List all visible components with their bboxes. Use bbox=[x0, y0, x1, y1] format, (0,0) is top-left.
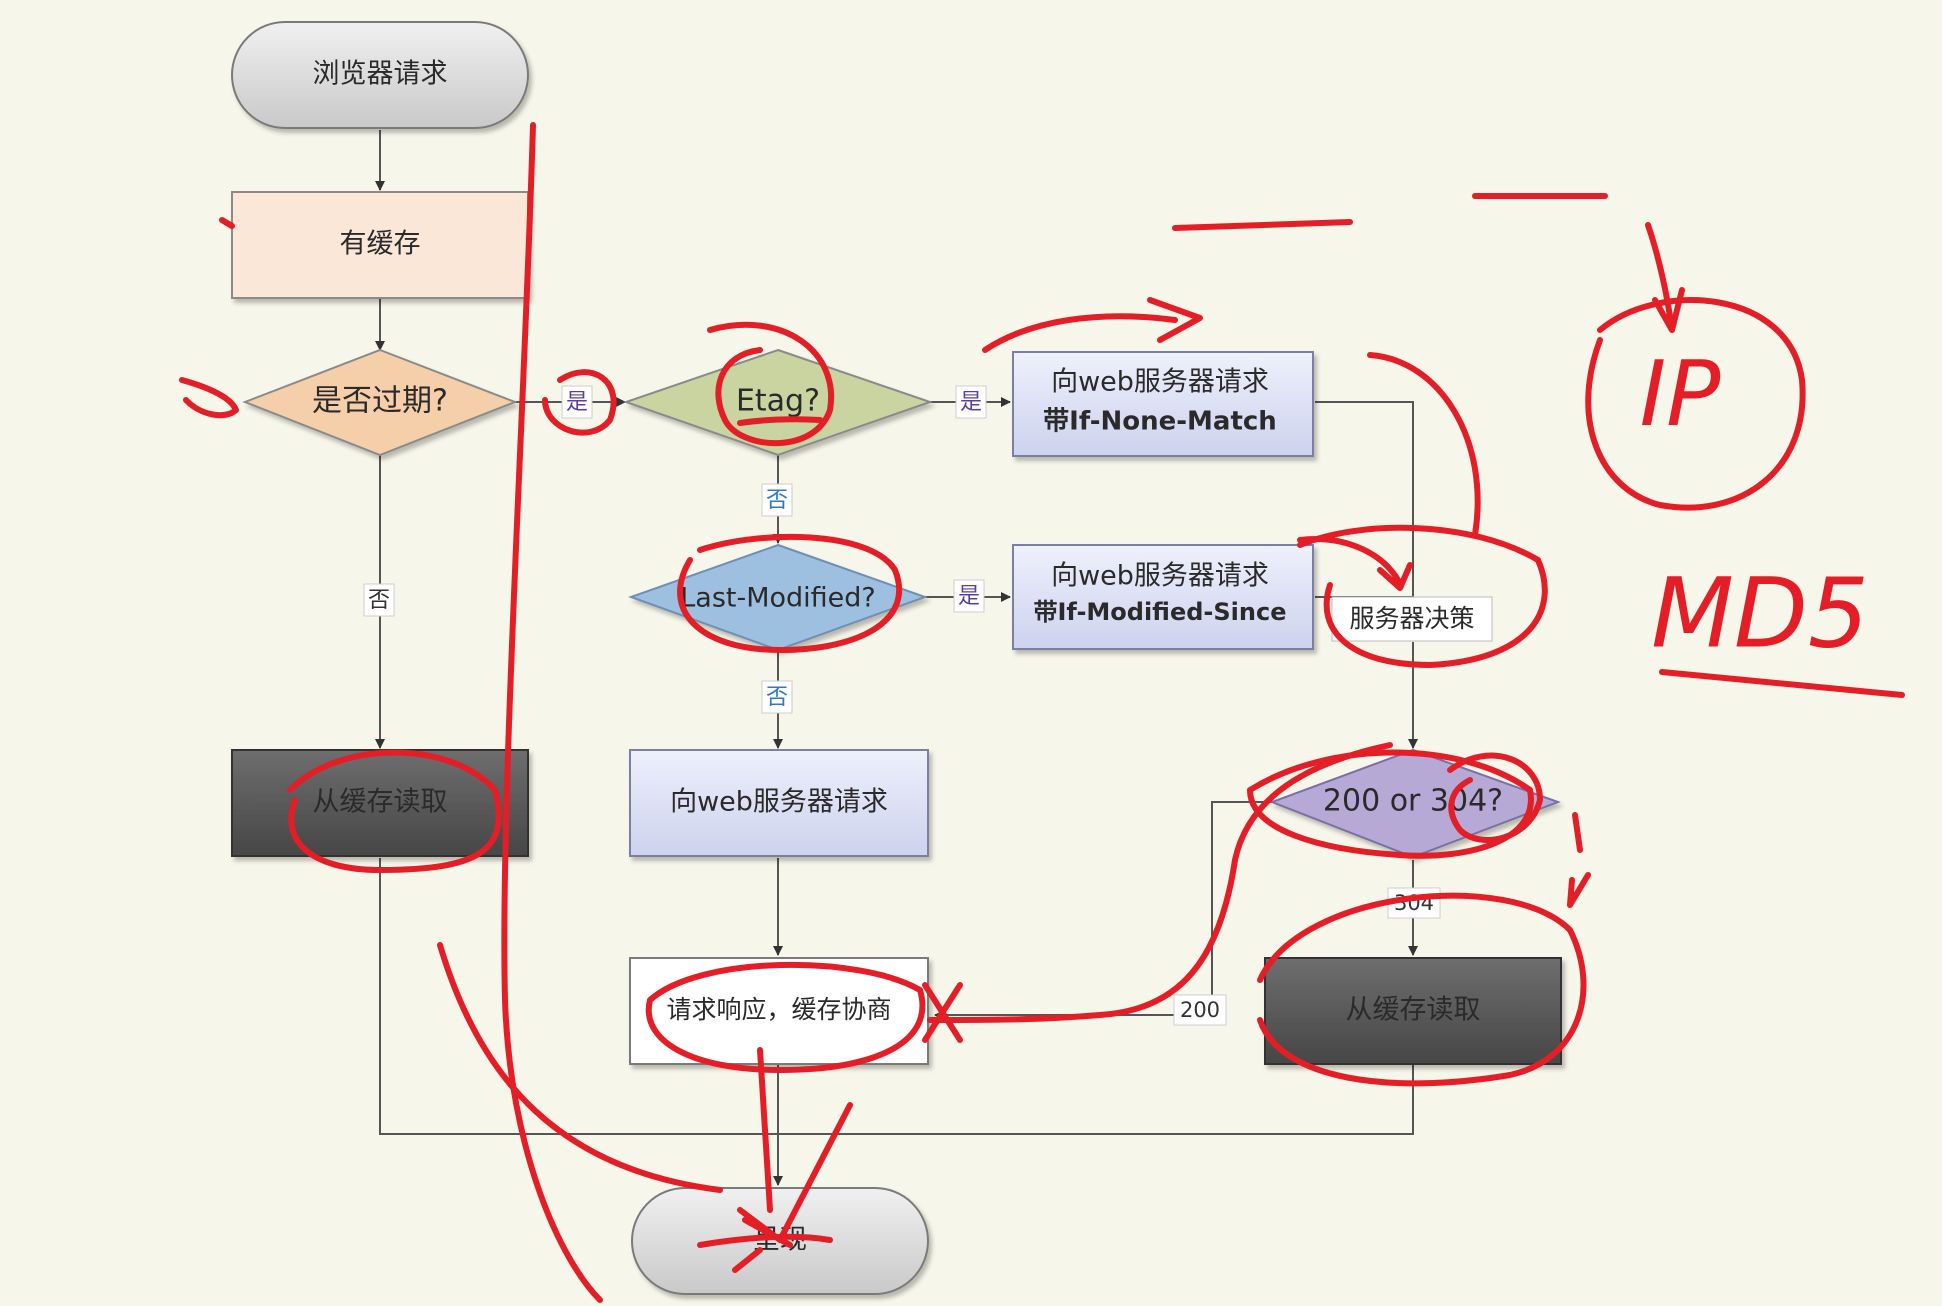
edge-left-read-to-render bbox=[379, 858, 778, 1135]
ink-render-marks bbox=[697, 1217, 833, 1273]
node-has-cache-label: 有缓存 bbox=[340, 229, 421, 260]
node-request-etag: 向web服务器请求 带If-None-Match bbox=[1012, 351, 1314, 457]
ink-dash-left bbox=[219, 217, 235, 229]
node-status-check: 200 or 304? bbox=[1269, 748, 1561, 859]
node-request-plain: 向web服务器请求 bbox=[629, 749, 929, 857]
ink-curve-decision bbox=[1367, 352, 1481, 538]
node-start: 浏览器请求 bbox=[231, 21, 529, 129]
node-server-decision-label: 服务器决策 bbox=[1349, 604, 1474, 633]
node-start-label: 浏览器请求 bbox=[313, 59, 448, 90]
node-read-cache-left: 从缓存读取 bbox=[231, 749, 529, 857]
ink-arrowhead-request bbox=[1147, 297, 1203, 343]
node-has-cache: 有缓存 bbox=[231, 191, 529, 299]
node-etag-label: Etag? bbox=[736, 384, 820, 419]
node-request-lastmod: 向web服务器请求 带If-Modified-Since bbox=[1012, 544, 1314, 650]
node-server-decision: 服务器决策 bbox=[1331, 596, 1493, 642]
node-request-lastmod-line1: 向web服务器请求 bbox=[1051, 561, 1269, 592]
label-lastmod-yes: 是 bbox=[958, 584, 980, 609]
node-expired: 是否过期? bbox=[242, 348, 518, 457]
node-expired-label: 是否过期? bbox=[312, 384, 448, 419]
node-request-etag-line2: 带If-None-Match bbox=[1043, 407, 1277, 437]
edge-labels: 是 是 否 是 否 否 304 200 bbox=[363, 385, 1441, 1026]
ink-text-md5: MD5 bbox=[1651, 557, 1869, 669]
ink-circle-304 bbox=[1447, 752, 1543, 843]
node-response: 请求响应，缓存协商 bbox=[629, 957, 929, 1065]
node-last-modified-label: Last-Modified? bbox=[680, 583, 876, 614]
ink-circle-decision bbox=[1297, 524, 1548, 668]
ink-mark-304 bbox=[1567, 812, 1591, 908]
ink-circle-left-read bbox=[287, 749, 502, 873]
ink-arc-request bbox=[982, 313, 1178, 353]
edge-right-read-to-render bbox=[778, 1065, 1414, 1135]
ink-vertical-line bbox=[501, 122, 603, 1303]
node-request-etag-line1: 向web服务器请求 bbox=[1051, 367, 1269, 398]
ink-underline-md5 bbox=[1659, 669, 1905, 698]
label-etag-yes: 是 bbox=[960, 390, 982, 415]
node-read-cache-left-label: 从缓存读取 bbox=[313, 787, 448, 818]
node-read-cache-right-label: 从缓存读取 bbox=[1346, 995, 1481, 1026]
node-read-cache-right: 从缓存读取 bbox=[1264, 957, 1562, 1065]
ink-circle-response bbox=[645, 961, 926, 1073]
label-expired-no: 否 bbox=[368, 588, 390, 613]
edge-etag-request-to-decision bbox=[1315, 401, 1414, 598]
ink-x-mark bbox=[922, 982, 963, 1043]
node-response-label: 请求响应，缓存协商 bbox=[666, 995, 891, 1024]
node-etag: Etag? bbox=[622, 348, 934, 457]
ink-circle-lastmod bbox=[677, 533, 903, 653]
red-annotations: IP MD5 bbox=[179, 122, 1905, 1303]
node-status-check-label: 200 or 304? bbox=[1323, 784, 1503, 819]
ink-circle-yes bbox=[542, 369, 617, 436]
ink-underline-etag bbox=[737, 416, 823, 426]
ink-circle-ip bbox=[1585, 297, 1806, 511]
ink-200-path bbox=[927, 742, 1393, 1023]
ink-circle-right-read bbox=[1257, 892, 1587, 1087]
node-request-plain-label: 向web服务器请求 bbox=[670, 787, 888, 818]
ink-arrow-to-decision bbox=[1297, 536, 1413, 591]
label-etag-no: 否 bbox=[766, 488, 788, 513]
node-last-modified: Last-Modified? bbox=[628, 543, 928, 652]
node-request-lastmod-line2: 带If-Modified-Since bbox=[1034, 598, 1287, 626]
label-expired-yes: 是 bbox=[566, 390, 588, 415]
ink-circle-etag bbox=[707, 321, 835, 447]
ink-text-ip: IP bbox=[1640, 342, 1722, 447]
label-lastmod-no: 否 bbox=[766, 685, 788, 710]
ink-arrow-to-ip bbox=[1645, 222, 1685, 333]
label-status-200: 200 bbox=[1180, 998, 1220, 1022]
ink-mark-expired bbox=[179, 377, 239, 419]
ink-line-top-1 bbox=[1172, 219, 1353, 231]
